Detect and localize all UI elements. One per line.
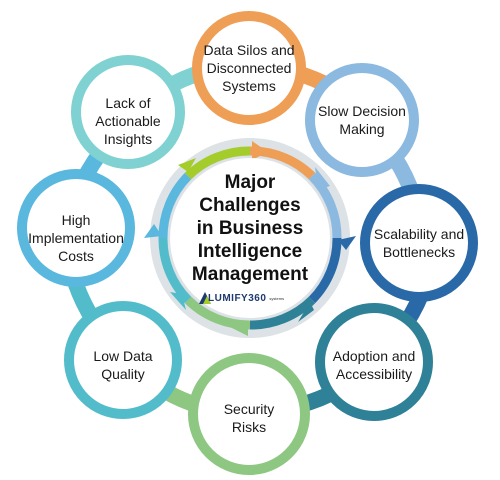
node-label-adoption: Adoption and Accessibility [332, 348, 416, 382]
node-label-high-costs: High Implementation Costs [28, 212, 124, 264]
node-label-scalability: Scalability and Bottlenecks [373, 226, 465, 260]
brand-suffix: systems [269, 295, 285, 301]
hub-segment [184, 146, 251, 180]
hub-segment [308, 237, 342, 304]
outer-circles [17, 11, 478, 475]
hub-segment [158, 172, 192, 239]
hub-pointer [252, 141, 268, 160]
node-circle-slow-decision [305, 63, 419, 177]
hub-pointer [232, 322, 248, 336]
hub-pointer [315, 167, 330, 190]
node-label-data-silos: Data Silos and Disconnected Systems [203, 42, 295, 94]
node-circle-data-silos [192, 11, 306, 125]
node-label-low-data-quality: Low Data Quality [93, 348, 153, 382]
brand-logo: LUMIFY360 systems [208, 291, 304, 305]
hub-segment [308, 172, 342, 239]
node-circle-high-costs [17, 169, 135, 287]
node-circle-security [188, 353, 310, 475]
brand-name: LUMIFY360 [208, 292, 267, 304]
node-circle-lack-insights [71, 55, 185, 169]
node-circle-low-data-quality [64, 301, 182, 419]
hub-pointer [170, 292, 186, 310]
node-circle-scalability [360, 184, 478, 302]
hub-pointer [178, 158, 196, 172]
hub-pointer [298, 302, 314, 322]
hub-pointer [338, 236, 356, 250]
center-title: Major Challenges in Business Intelligenc… [191, 171, 309, 285]
logo-icon-accent [203, 296, 211, 304]
hub-inner-circle [170, 158, 330, 318]
center-hub [144, 138, 356, 338]
node-label-slow-decision: Slow Decision Making [318, 103, 406, 137]
hub-pointer [144, 224, 162, 238]
node-label-lack-insights: Lack of Actionable Insights [95, 95, 161, 147]
hub-segment [158, 237, 192, 304]
node-circle-adoption [315, 303, 433, 421]
node-label-security: Security Risks [223, 401, 275, 435]
hub-segment [249, 296, 316, 330]
